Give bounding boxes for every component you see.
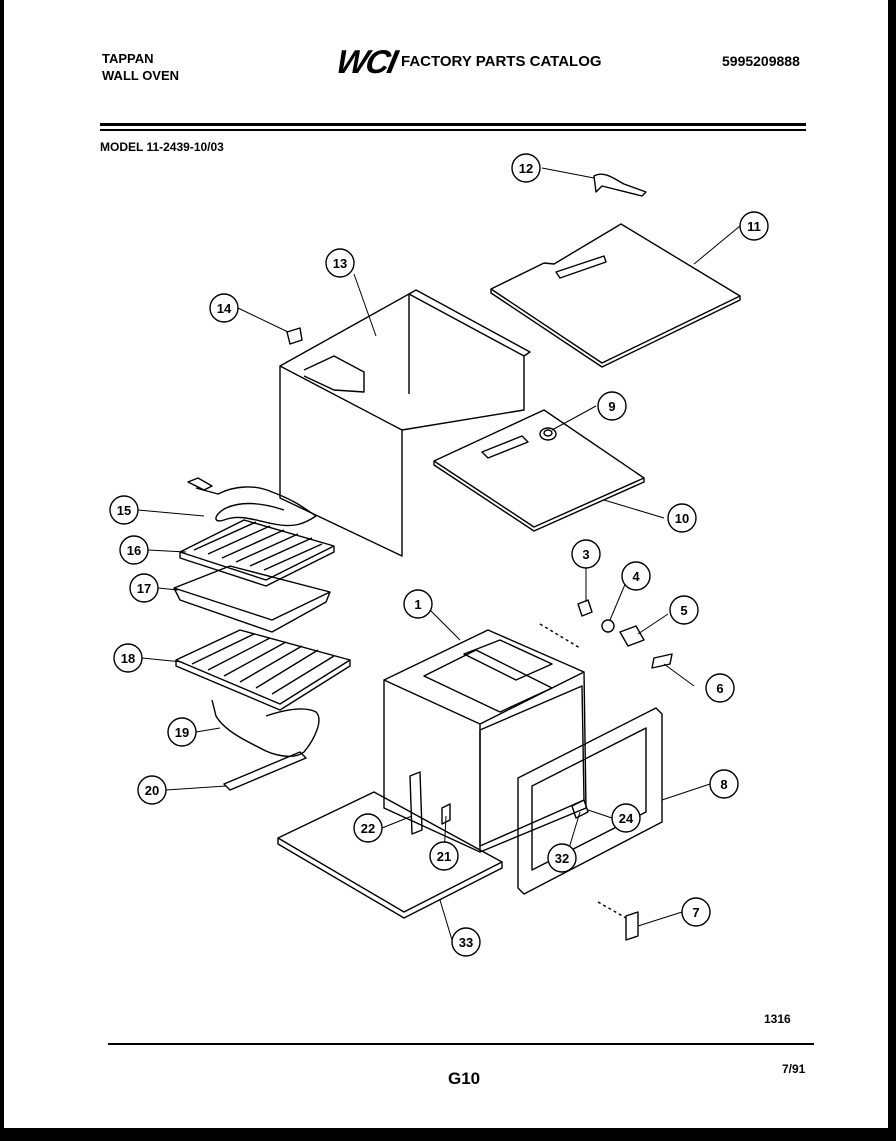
callout-17-label: 17 [137,581,151,596]
revision-date: 7/91 [782,1062,806,1076]
part-8-frame [517,707,663,895]
part-4-bulb [601,619,615,633]
model-number: MODEL 11-2439-10/03 [100,140,224,154]
header-rule-thin [100,129,806,131]
part-32-latch [571,799,589,819]
catalog-title: FACTORY PARTS CATALOG [401,53,602,70]
callout-3: 3 [571,539,601,569]
part-19-bake-element [211,699,320,758]
callout-18: 18 [113,643,143,673]
callout-7-label: 7 [692,905,699,920]
callout-20-label: 20 [145,783,159,798]
part-1-oven-liner [383,629,587,853]
callout-9: 9 [597,391,627,421]
callout-16-label: 16 [127,543,141,558]
part-11-top-panel [490,223,741,364]
callout-24: 24 [611,803,641,833]
part-21-hinge [441,803,451,825]
parts-sheet: TAPPAN WALL OVEN WCI FACTORY PARTS CATAL… [4,0,888,1128]
callout-10: 10 [667,503,697,533]
footer-rule [108,1043,814,1045]
callout-6: 6 [705,673,735,703]
callout-18-label: 18 [121,651,135,666]
callout-1-label: 1 [414,597,421,612]
callout-1: 1 [403,589,433,619]
callout-11-label: 11 [747,219,761,234]
part-15-broil-element [195,486,317,527]
callout-12: 12 [511,153,541,183]
callout-22: 22 [353,813,383,843]
callout-14-label: 14 [217,301,232,316]
callout-32: 32 [547,843,577,873]
part-14-bracket [286,327,303,345]
callout-4-label: 4 [632,569,640,584]
callout-21-label: 21 [437,849,451,864]
callout-11: 11 [739,211,769,241]
callout-5: 5 [669,595,699,625]
callout-5-label: 5 [680,603,687,618]
callout-3-label: 3 [582,547,589,562]
callout-12-label: 12 [519,161,533,176]
callout-6-label: 6 [716,681,723,696]
part-10-bottom-panel [433,409,645,528]
callout-22-label: 22 [361,821,375,836]
callout-15: 15 [109,495,139,525]
callout-17: 17 [129,573,159,603]
callout-33-label: 33 [459,935,473,950]
callout-13: 13 [325,248,355,278]
part-20-bracket [223,751,307,791]
brand-block: TAPPAN WALL OVEN [102,50,179,84]
callout-16: 16 [119,535,149,565]
callout-8-label: 8 [720,777,727,792]
part-5-cover [619,625,645,647]
part-22-hinge [409,771,423,835]
brand-line-1: TAPPAN [102,51,154,66]
figure-number: 1316 [764,1012,791,1026]
catalog-number: 5995209888 [722,53,800,69]
callout-14: 14 [209,293,239,323]
callout-21: 21 [429,841,459,871]
part-17-broil-pan [173,565,331,621]
callout-32-label: 32 [555,851,569,866]
callout-20: 20 [137,775,167,805]
callout-7: 7 [681,897,711,927]
callout-9-label: 9 [608,399,615,414]
part-12-clip [593,173,647,197]
header-rule-thick [100,123,806,126]
part-7-clip [625,911,639,941]
page-number: G10 [448,1069,481,1088]
brand-line-2: WALL OVEN [102,68,180,83]
callout-19: 19 [167,717,197,747]
part-6-clip [651,653,673,669]
callout-24-label: 24 [619,811,634,826]
callout-15-label: 15 [117,503,131,518]
callout-33: 33 [451,927,481,957]
exploded-diagram: 12 11 13 14 9 10 15 16 17 3 4 5 1 18 6 1… [109,153,769,957]
callout-8: 8 [709,769,739,799]
part-3-light-socket [577,599,593,617]
part-16-broil-grid [179,519,335,581]
callout-19-label: 19 [175,725,189,740]
callout-10-label: 10 [675,511,689,526]
part-13-cabinet [279,293,525,557]
callout-4: 4 [621,561,651,591]
part-9-grommet [539,427,557,441]
callout-13-label: 13 [333,256,347,271]
